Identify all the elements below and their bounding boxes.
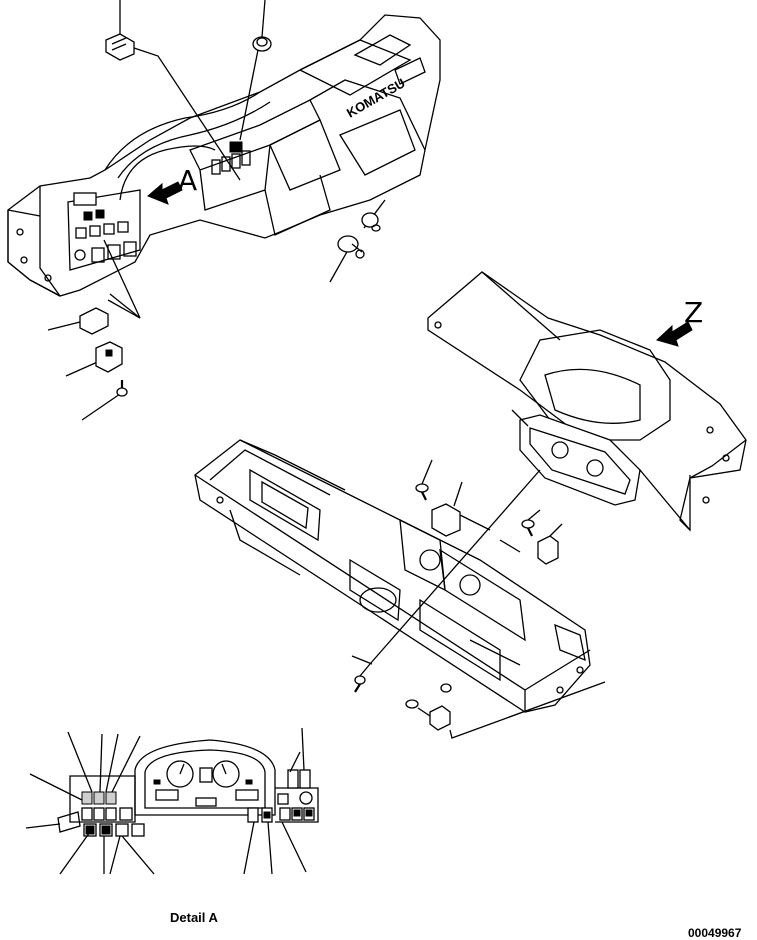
- buzzer: [361, 212, 381, 232]
- knob-top: [252, 0, 272, 52]
- rocker-switch-top: [105, 0, 135, 61]
- detail-a-left-switches: [57, 775, 145, 837]
- dashboard-frame: [194, 439, 591, 713]
- screw-left: [116, 380, 128, 397]
- detail-a-right-switches: [247, 769, 319, 823]
- clip-lower: [405, 683, 452, 731]
- screw-frame-3: [351, 655, 373, 693]
- screw-frame-2: [521, 509, 541, 537]
- screw-frame-1: [415, 459, 433, 501]
- view-a-letter: A: [178, 164, 197, 197]
- drawing-number: 00049967: [688, 926, 742, 940]
- instrument-cluster: [511, 409, 641, 506]
- detail-a-cluster: [134, 739, 276, 816]
- bracket: [95, 341, 123, 373]
- connector-block: [79, 307, 109, 335]
- view-a-arrow: A: [147, 164, 197, 205]
- leader-lines-frame: [369, 469, 606, 739]
- leader-lines-top: [47, 47, 386, 421]
- view-z-arrow: Z: [656, 296, 703, 347]
- detail-a-caption: Detail A: [170, 910, 219, 925]
- pressure-sensor: [337, 235, 365, 259]
- detail-a-leader-lines: [25, 727, 307, 875]
- diode: [537, 523, 563, 565]
- view-z-letter: Z: [684, 296, 703, 329]
- relay: [431, 481, 463, 537]
